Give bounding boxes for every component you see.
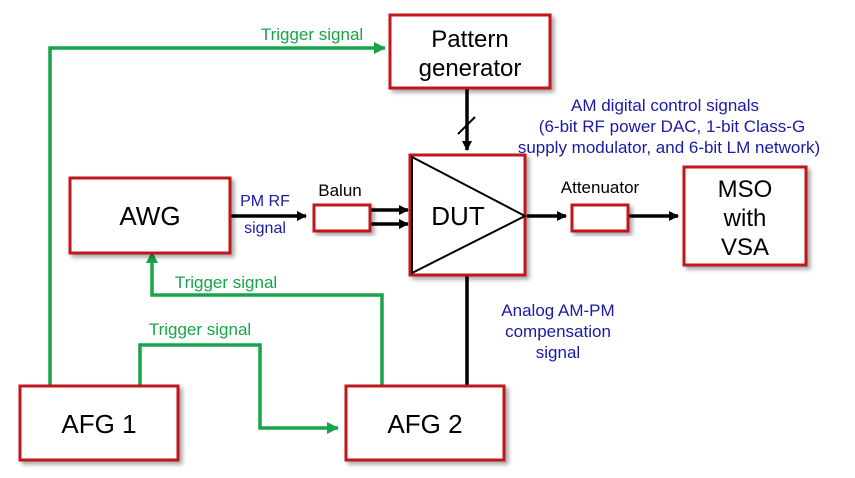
trigger-lines <box>48 42 386 434</box>
trigger-signal-top-label: Trigger signal <box>261 25 363 44</box>
trigger-line-awg <box>146 251 384 386</box>
trigger-line-afg <box>138 343 339 434</box>
trigger-signal-afg-label: Trigger signal <box>149 320 251 339</box>
trigger-line-top <box>48 42 386 386</box>
trigger-signal-awg-label: Trigger signal <box>175 273 277 292</box>
dut-block: DUT <box>408 153 528 277</box>
am-digital-label-1: AM digital control signals <box>571 96 759 115</box>
afg2-block: AFG 2 <box>344 384 506 462</box>
pm-rf-label-2: signal <box>244 220 286 237</box>
pattern-generator-label-2: generator <box>419 55 522 82</box>
afg1-block: AFG 1 <box>18 384 180 462</box>
bus-slash <box>457 116 476 135</box>
analog-ampm-label-3: signal <box>536 343 580 362</box>
dut-label: DUT <box>431 201 485 231</box>
balun-label: Balun <box>318 181 361 200</box>
awg-label: AWG <box>119 201 180 231</box>
analog-ampm-label-1: Analog AM-PM <box>501 301 614 320</box>
attenuator-block: Attenuator <box>561 178 640 233</box>
afg2-label: AFG 2 <box>387 409 462 439</box>
balun-block: Balun <box>312 181 372 233</box>
pattern-generator-block: Pattern generator <box>388 13 552 90</box>
analog-ampm-label-2: compensation <box>505 322 611 341</box>
mso-label-2: with <box>723 205 767 232</box>
amplifier-triangle-icon <box>411 155 528 275</box>
pattern-generator-label-1: Pattern <box>431 26 508 53</box>
awg-block: AWG <box>68 176 232 255</box>
mso-label-1: MSO <box>718 176 773 203</box>
signal-lines <box>230 88 679 386</box>
mso-label-3: VSA <box>721 234 769 261</box>
pm-rf-label-1: PM RF <box>240 193 290 210</box>
mso-block: MSO with VSA <box>682 165 808 267</box>
am-digital-label-2: (6-bit RF power DAC, 1-bit Class-G <box>539 117 805 136</box>
am-digital-label-3: supply modulator, and 6-bit LM network) <box>518 138 820 157</box>
afg1-label: AFG 1 <box>61 409 136 439</box>
attenuator-label: Attenuator <box>561 178 640 197</box>
